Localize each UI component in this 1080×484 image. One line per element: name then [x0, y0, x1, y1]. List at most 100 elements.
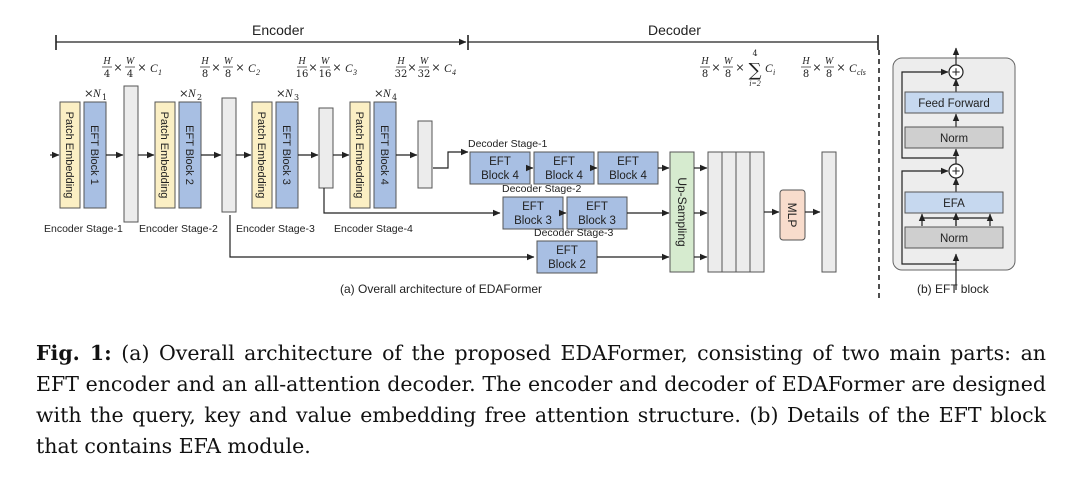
dim-width-fraction: W8 — [223, 56, 234, 80]
svg-text:Norm: Norm — [940, 233, 968, 245]
svg-text:8: 8 — [803, 69, 809, 80]
concatenated-features — [707, 151, 765, 273]
efa-box: EFA — [904, 191, 1004, 214]
svg-text:W: W — [224, 56, 234, 67]
decoder-label: Decoder — [648, 22, 701, 38]
dim-height-fraction: H8 — [200, 56, 210, 80]
svg-text:W: W — [126, 56, 136, 67]
svg-text:×: × — [374, 86, 384, 100]
svg-text:N: N — [92, 88, 102, 100]
svg-text:H: H — [297, 56, 306, 67]
encoder-stage-label: Encoder Stage-1 — [44, 223, 123, 235]
svg-text:4: 4 — [392, 93, 397, 102]
dim-channel: C — [248, 63, 256, 75]
eft-block-box: EFT Block 4 — [373, 101, 397, 209]
times-sign: × — [431, 61, 440, 74]
svg-text:×: × — [84, 86, 94, 100]
svg-text:Block 3: Block 3 — [514, 215, 552, 227]
times-sign: × — [308, 61, 317, 74]
svg-text:N: N — [187, 88, 197, 100]
svg-text:W: W — [321, 56, 331, 67]
residual-add-top: + — [948, 64, 964, 81]
sum-sign: ∑ — [749, 60, 762, 81]
svg-text:8: 8 — [702, 69, 708, 80]
svg-text:N: N — [382, 88, 392, 100]
norm-box-bottom: Norm — [904, 226, 1004, 249]
upsampling-label: Up-Sampling — [675, 177, 689, 246]
dim-height-fraction: H8 — [700, 56, 710, 80]
svg-text:3: 3 — [294, 93, 299, 102]
sum-upper: 4 — [752, 49, 757, 58]
encoder-label: Encoder — [252, 22, 304, 38]
svg-text:Patch Embedding: Patch Embedding — [255, 112, 267, 199]
svg-text:W: W — [825, 56, 835, 67]
encoder-feature-map — [318, 107, 334, 189]
times-sign: × — [332, 61, 341, 74]
feed-forward-box: Feed Forward — [904, 91, 1004, 114]
times-sign: × — [113, 61, 122, 74]
dim-channel-subscript: 3 — [352, 68, 357, 77]
patch-embedding-box: Patch Embedding — [251, 101, 273, 209]
dim-width-fraction: W32 — [418, 56, 431, 80]
svg-text:EFT: EFT — [553, 156, 575, 168]
dim-channel-subscript: 4 — [452, 68, 456, 77]
svg-text:32: 32 — [418, 69, 431, 80]
times-sign: × — [812, 61, 821, 74]
svg-text:+: + — [952, 163, 961, 180]
svg-text:EFT: EFT — [489, 156, 511, 168]
svg-text:EFT Block 3: EFT Block 3 — [280, 125, 292, 185]
svg-text:8: 8 — [725, 69, 731, 80]
dim-channel-subscript: i — [773, 68, 775, 77]
dim-width-fraction: W8 — [824, 56, 835, 80]
svg-text:8: 8 — [225, 69, 231, 80]
caption-text: (a) Overall architecture of the proposed… — [36, 341, 1047, 458]
svg-text:EFT: EFT — [617, 156, 639, 168]
encoder-stage-label: Encoder Stage-3 — [236, 223, 315, 235]
svg-text:Patch Embedding: Patch Embedding — [353, 112, 365, 199]
svg-text:1: 1 — [102, 93, 107, 102]
decoder-span: Decoder — [467, 22, 879, 50]
svg-text:8: 8 — [826, 69, 832, 80]
subcaption-b: (b) EFT block — [917, 282, 990, 296]
skip-connections — [229, 148, 535, 261]
patch-embedding-box: Patch Embedding — [154, 101, 176, 209]
dim-height-fraction: H4 — [102, 56, 112, 80]
svg-text:4: 4 — [127, 69, 133, 80]
times-sign: × — [211, 61, 220, 74]
svg-text:+: + — [952, 64, 961, 81]
mlp-label: MLP — [785, 203, 799, 228]
times-sign: × — [137, 61, 146, 74]
svg-text:2: 2 — [197, 93, 202, 102]
svg-text:32: 32 — [395, 69, 408, 80]
residual-add-bottom: + — [948, 163, 964, 180]
subcaption-a: (a) Overall architecture of EDAFormer — [340, 282, 542, 296]
svg-text:H: H — [801, 56, 810, 67]
dim-height-fraction: H 32 — [395, 56, 408, 80]
eft-block-box: EFT Block 2 — [178, 101, 202, 209]
dim-channel: C — [444, 63, 452, 75]
svg-text:H: H — [396, 56, 405, 67]
dim-channel-subscript: cls — [857, 68, 866, 77]
eft-block-box: EFT Block 1 — [83, 101, 107, 209]
svg-text:H: H — [200, 56, 209, 67]
svg-text:Norm: Norm — [940, 133, 968, 145]
svg-text:Block 2: Block 2 — [548, 259, 586, 271]
dim-channel: C — [849, 63, 857, 75]
times-sign: × — [735, 61, 744, 74]
svg-text:Block 4: Block 4 — [609, 170, 647, 182]
